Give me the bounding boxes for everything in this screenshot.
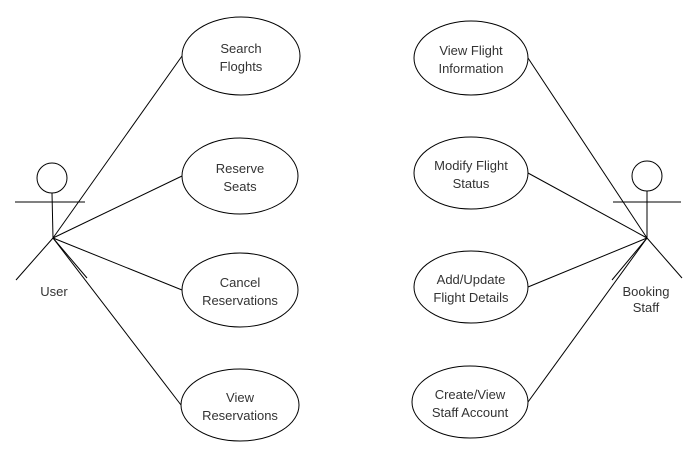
use-case-label-line: Create/View — [435, 387, 506, 402]
use-case-label-line: Add/Update — [437, 272, 506, 287]
use-case-label-line: Search — [220, 41, 261, 56]
use-case-label-line: Floghts — [220, 59, 263, 74]
use-case-label-line: Flight Details — [433, 290, 509, 305]
connection-booking-staff-add-update-flight-details[interactable] — [527, 237, 648, 288]
use-case-ellipse — [411, 365, 529, 439]
use-case-ellipse — [181, 252, 299, 328]
actor-left-leg — [611, 237, 648, 281]
actor-user[interactable]: User — [15, 162, 88, 299]
use-case-ellipse — [413, 20, 529, 96]
use-case-label-line: Cancel — [220, 275, 261, 290]
actor-label-line: Booking — [623, 284, 670, 299]
connection-booking-staff-view-flight-information[interactable] — [527, 57, 648, 239]
actor-right-leg — [646, 237, 683, 279]
actor-head — [36, 162, 68, 194]
use-case-ellipse — [180, 368, 300, 442]
use-case-label-line: Reserve — [216, 161, 264, 176]
use-case-ellipse — [413, 250, 529, 324]
use-case-label-line: Status — [453, 176, 490, 191]
actor-right-leg — [52, 237, 88, 279]
use-case-label-line: View Flight — [439, 43, 503, 58]
connection-booking-staff-modify-flight-status[interactable] — [527, 172, 648, 239]
use-case-ellipse — [181, 137, 299, 215]
use-case-label-line: Reservations — [202, 408, 278, 423]
actor-body — [51, 192, 54, 239]
use-case-ellipse — [181, 16, 301, 96]
connection-booking-staff-create-view-staff-account[interactable] — [527, 237, 648, 403]
actor-label-line: Staff — [633, 300, 660, 315]
actor-left-leg — [15, 237, 54, 281]
use-case-label-line: Staff Account — [432, 405, 509, 420]
use-case-label-line: Seats — [223, 179, 257, 194]
actor-label-line: User — [40, 284, 68, 299]
use-case-label-line: Information — [438, 61, 503, 76]
use-case-label-line: Reservations — [202, 293, 278, 308]
use-case-label-line: Modify Flight — [434, 158, 508, 173]
connection-user-cancel-reservations[interactable] — [52, 237, 183, 291]
use-case-label-line: View — [226, 390, 255, 405]
connection-user-reserve-seats[interactable] — [52, 175, 183, 239]
connection-user-view-reservations[interactable] — [52, 237, 182, 406]
connection-user-search-floghts[interactable] — [52, 55, 183, 239]
use-case-ellipse — [413, 136, 529, 210]
actor-head — [631, 160, 663, 192]
actor-label: User — [40, 284, 68, 299]
